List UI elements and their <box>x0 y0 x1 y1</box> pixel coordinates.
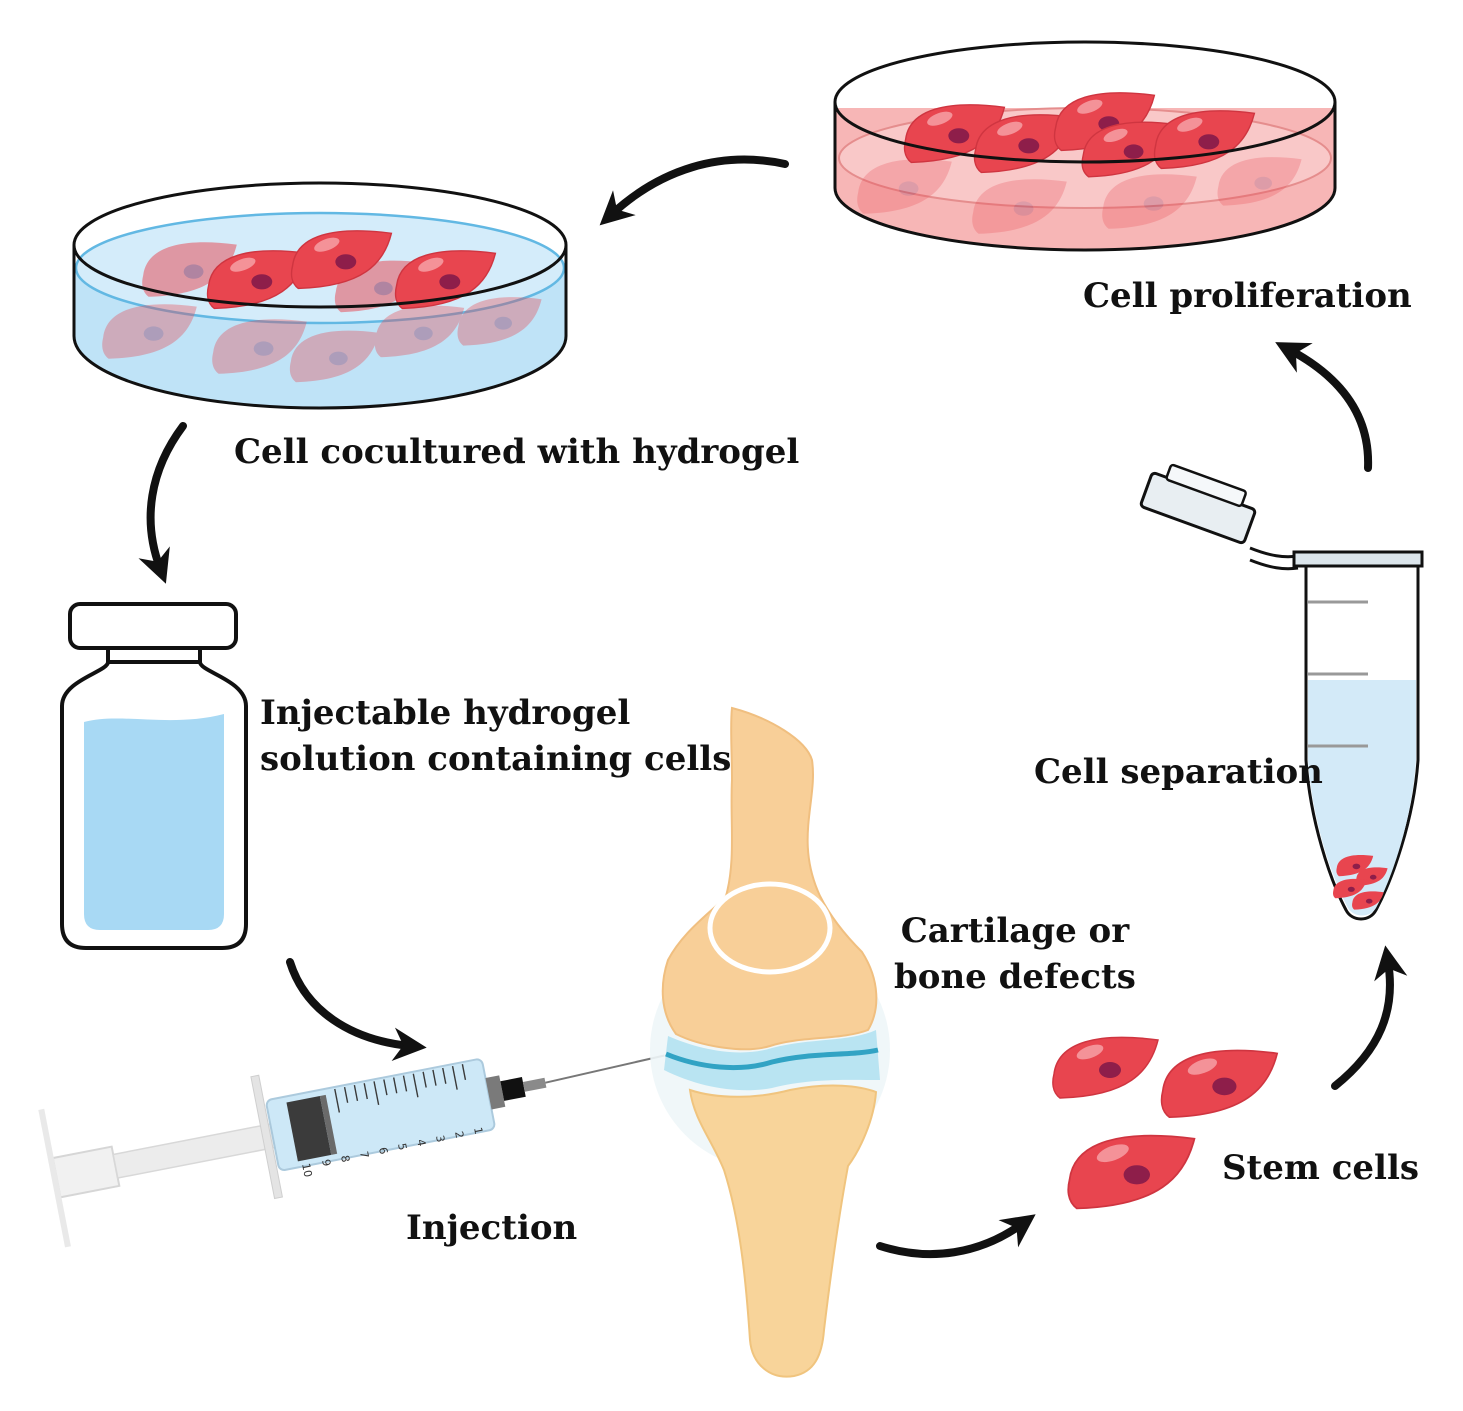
label-injectable-hydrogel: Injectable hydrogel solution containing … <box>260 690 731 782</box>
arrow-coculture-to-vial <box>138 422 187 584</box>
petri-dish-pink-icon <box>833 40 1337 252</box>
syringe-scale-mark: 4 <box>414 1138 428 1147</box>
label-cell-separation: Cell separation <box>1034 752 1323 792</box>
knee-joint-icon <box>650 706 890 1378</box>
arrow-tube-to-proliferation <box>1275 342 1373 472</box>
syringe-scale-mark: 10 <box>299 1162 314 1178</box>
arrow-knee-to-stemcells <box>876 1214 1036 1259</box>
label-injection: Injection <box>406 1208 578 1248</box>
label-injectable-line1: Injectable hydrogel <box>260 693 631 733</box>
syringe-scale: 1 2 3 4 5 6 7 8 9 10 <box>299 1126 485 1178</box>
arrow-vial-to-syringe <box>286 958 427 1062</box>
label-cartilage-line2: bone defects <box>894 957 1136 997</box>
label-stem-cells: Stem cells <box>1222 1148 1420 1188</box>
curved-arrow-icon <box>138 155 1408 1259</box>
arrow-proliferation-to-coculture <box>599 155 789 226</box>
microcentrifuge-tube-icon <box>1139 463 1424 921</box>
label-cartilage-line1: Cartilage or <box>900 911 1130 951</box>
syringe-scale-mark: 9 <box>319 1158 333 1167</box>
syringe-scale-mark: 2 <box>452 1130 466 1139</box>
syringe-scale-mark: 6 <box>376 1146 390 1155</box>
syringe-scale-mark: 3 <box>433 1134 447 1143</box>
label-cell-proliferation: Cell proliferation <box>1083 276 1412 316</box>
label-cell-cocultured: Cell cocultured with hydrogel <box>234 432 800 472</box>
petri-dish-blue-icon <box>72 181 568 410</box>
syringe-icon <box>38 1054 665 1248</box>
label-injectable-line2: solution containing cells <box>260 739 732 779</box>
syringe-scale-mark: 1 <box>471 1126 485 1135</box>
arrow-stemcells-to-tube <box>1331 945 1408 1090</box>
vial-icon <box>60 602 248 950</box>
syringe-scale-mark: 5 <box>395 1142 409 1151</box>
syringe-scale-mark: 7 <box>357 1150 371 1159</box>
syringe-scale-mark: 8 <box>338 1154 352 1163</box>
label-cartilage-defects: Cartilage or bone defects <box>894 908 1136 1000</box>
